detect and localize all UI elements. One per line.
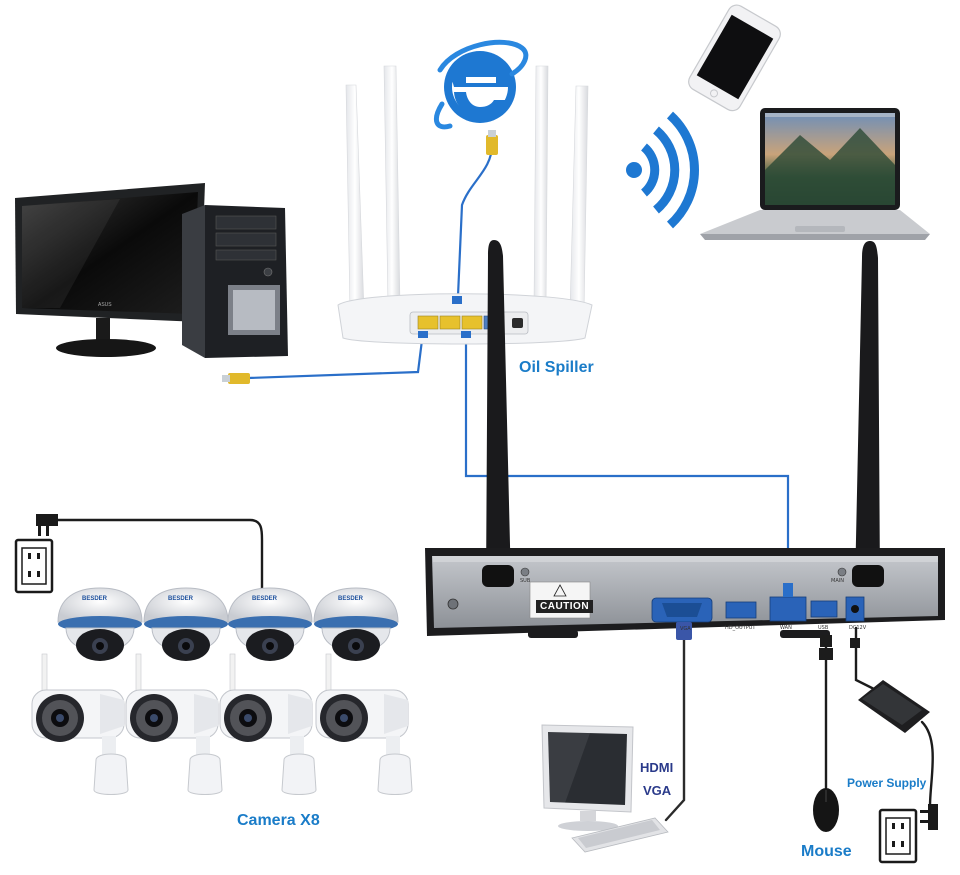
nvr-antenna-right (855, 241, 880, 591)
power-outlet-icon (14, 538, 54, 594)
mouse-label: Mouse (801, 843, 852, 860)
nvr-antenna-left (486, 240, 511, 591)
nvr-recorder (425, 240, 945, 647)
camera-brand-label: BESDER (168, 596, 194, 602)
cable-camera-power (48, 518, 264, 592)
bullet-cameras (31, 653, 413, 795)
cable-vga-to-monitor (664, 636, 686, 822)
monitor-brand-label: ASUS (98, 302, 112, 308)
power-plug-icon (920, 804, 938, 830)
desktop-computer (15, 183, 288, 358)
cable-adapter-to-outlet (920, 720, 934, 808)
bullet-camera (219, 653, 317, 795)
power-supply-label: Power Supply (847, 776, 927, 790)
power-adapter (850, 638, 930, 733)
dome-camera (143, 587, 229, 661)
vga-label: VGA (643, 783, 672, 798)
camera-brand-label: BESDER (82, 596, 108, 602)
nvr-port-label-dc: DC12V (849, 625, 867, 631)
bullet-camera (315, 653, 413, 795)
dome-camera (57, 587, 143, 661)
hdmi-label: HDMI (640, 760, 674, 775)
nvr-port-label-hdmi: HD_OUTPUT (725, 625, 756, 631)
bullet-camera (31, 653, 129, 795)
power-outlet-icon (878, 808, 918, 864)
camera-brand-label: BESDER (338, 596, 364, 602)
nvr-port-label-usb: USB (818, 625, 829, 631)
cable-router-to-nvr-wan (464, 333, 790, 592)
cable-router-to-pc (246, 330, 425, 380)
vga-monitor (541, 724, 669, 853)
ethernet-plug-internet (486, 130, 498, 155)
nvr-port-label-main: MAIN (831, 578, 844, 584)
internet-explorer-icon (433, 39, 529, 130)
router-label: Oil Spiller (519, 359, 594, 376)
usb-mouse (813, 648, 839, 832)
cable-internet-to-router (456, 143, 494, 298)
nvr-port-label-wan: WAN (780, 625, 792, 631)
wifi-signal-icon (626, 111, 699, 229)
cameras-label: Camera X8 (237, 812, 320, 829)
wifi-router (337, 65, 593, 345)
power-plug-icon (36, 514, 58, 536)
dome-cameras (57, 587, 399, 661)
camera-brand-label: BESDER (252, 596, 278, 602)
ethernet-plug-pc (222, 373, 250, 384)
nvr-port-label-vga: VGA (680, 626, 691, 632)
caution-label: CAUTION (536, 600, 594, 613)
laptop (700, 108, 930, 240)
smartphone (688, 4, 781, 112)
nvr-port-label-sub: SUB (520, 578, 531, 584)
dome-camera (227, 587, 313, 661)
dome-camera (313, 587, 399, 661)
cable-dc-to-adapter (854, 626, 878, 692)
bullet-camera (125, 653, 223, 795)
